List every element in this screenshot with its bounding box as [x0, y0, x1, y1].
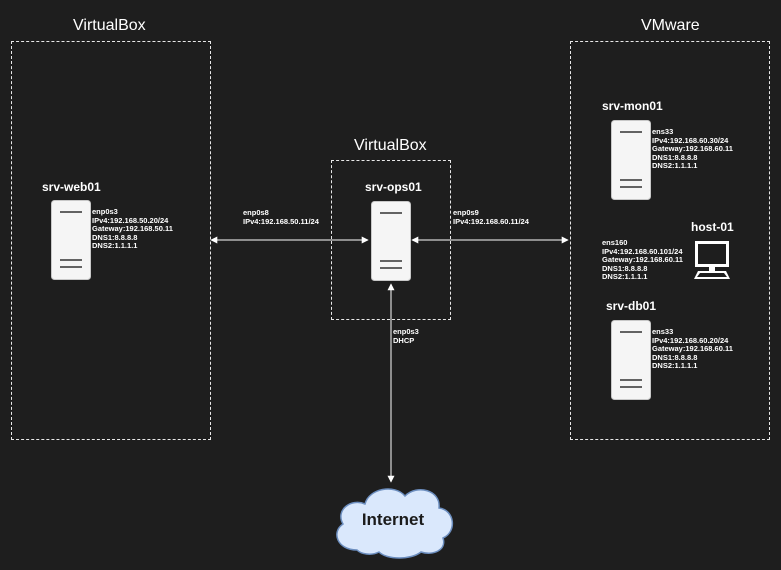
virtualbox-left-title: VirtualBox	[73, 17, 146, 34]
internet-label: Internet	[361, 510, 425, 529]
srv-db01-ipv4: IPv4:192.168.60.20/24	[652, 335, 729, 345]
srv-web01-ipv4: IPv4:192.168.50.20/24	[92, 215, 169, 225]
srv-ops01-name: srv-ops01	[365, 180, 422, 194]
cloud-icon	[336, 488, 453, 559]
monitor-icon	[694, 241, 730, 279]
srv-db01-server-icon	[611, 320, 651, 400]
srv-mon01-dns1: DNS1:8.8.8.8	[652, 152, 698, 162]
srv-ops01-server-icon	[371, 201, 411, 281]
srv-db01-gateway: Gateway:192.168.60.11	[652, 344, 733, 354]
srv-mon01-info: ens33 IPv4:192.168.60.30/24 Gateway:192.…	[652, 127, 733, 171]
srv-db01-name: srv-db01	[606, 299, 657, 313]
srv-ops01-wan-iface: enp0s3	[393, 327, 419, 336]
srv-ops01-left-iface: enp0s8	[243, 208, 269, 217]
srv-web01-gateway: Gateway:192.168.50.11	[92, 224, 173, 234]
srv-db01-dns2: DNS2:1.1.1.1	[652, 361, 698, 371]
virtualbox-center-title: VirtualBox	[354, 137, 427, 154]
srv-db01-iface: ens33	[652, 327, 674, 336]
srv-db01-info: ens33 IPv4:192.168.60.20/24 Gateway:192.…	[652, 327, 733, 371]
virtualbox-center-zone	[331, 160, 451, 320]
srv-ops01-wan-mode: DHCP	[393, 335, 415, 345]
srv-web01-dns1: DNS1:8.8.8.8	[92, 232, 138, 242]
host-01-gateway: Gateway:192.168.60.11	[602, 255, 683, 265]
host-01-dns1: DNS1:8.8.8.8	[602, 263, 648, 273]
vmware-zone	[570, 41, 770, 440]
srv-mon01-dns2: DNS2:1.1.1.1	[652, 161, 698, 171]
srv-ops01-right-if: enp0s9 IPv4:192.168.60.11/24	[453, 208, 529, 226]
srv-ops01-wan-if: enp0s3 DHCP	[393, 327, 419, 345]
srv-ops01-left-if: enp0s8 IPv4:192.168.50.11/24	[243, 208, 319, 226]
host-01-info: ens160 IPv4:192.168.60.101/24 Gateway:19…	[602, 238, 683, 282]
srv-mon01-ipv4: IPv4:192.168.60.30/24	[652, 135, 729, 145]
host-01-name: host-01	[691, 220, 734, 234]
srv-mon01-iface: ens33	[652, 127, 674, 136]
srv-ops01-left-ipv4: IPv4:192.168.50.11/24	[243, 216, 319, 226]
srv-web01-iface: enp0s3	[92, 207, 118, 216]
srv-web01-info: enp0s3 IPv4:192.168.50.20/24 Gateway:192…	[92, 207, 173, 251]
srv-mon01-gateway: Gateway:192.168.60.11	[652, 144, 733, 154]
srv-db01-dns1: DNS1:8.8.8.8	[652, 352, 698, 362]
srv-mon01-name: srv-mon01	[602, 99, 663, 113]
host-01-iface: ens160	[602, 238, 628, 247]
srv-web01-dns2: DNS2:1.1.1.1	[92, 241, 138, 251]
srv-web01-server-icon	[51, 200, 91, 280]
host-01-ipv4: IPv4:192.168.60.101/24	[602, 246, 683, 256]
vmware-title: VMware	[641, 17, 700, 34]
srv-web01-name: srv-web01	[42, 180, 101, 194]
virtualbox-left-zone	[11, 41, 211, 440]
srv-mon01-server-icon	[611, 120, 651, 200]
host-01-dns2: DNS2:1.1.1.1	[602, 272, 648, 282]
srv-ops01-right-iface: enp0s9	[453, 208, 479, 217]
srv-ops01-right-ipv4: IPv4:192.168.60.11/24	[453, 216, 529, 226]
